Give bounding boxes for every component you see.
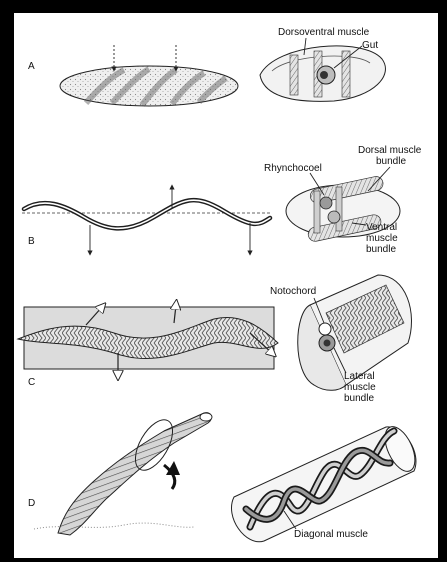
panel-label-b: B (28, 236, 35, 247)
notochord-section (319, 323, 331, 335)
muscle-diagram: A Dorsoventral muscle Gut B (14, 13, 438, 558)
rhynchocoel-section (320, 197, 332, 209)
label-lateral-muscle: muscle (344, 382, 376, 393)
label-diagonal-muscle: Diagonal muscle (294, 529, 368, 540)
dorsoventral-muscle-strand (290, 55, 298, 95)
label-dorsoventral-muscle: Dorsoventral muscle (278, 27, 370, 38)
label-dorsal-muscle: Dorsal muscle (358, 145, 422, 156)
undulation-arrows (90, 187, 250, 253)
label-rhynchocoel: Rhynchocoel (264, 163, 322, 174)
label-ventral: Ventral (366, 222, 397, 233)
twisting-worm (58, 413, 211, 535)
substrate (34, 523, 194, 529)
cross-section-d (231, 422, 421, 542)
panel-label-d: D (28, 498, 35, 509)
panel-a: A Dorsoventral muscle Gut (28, 27, 385, 106)
flatworm-body (60, 66, 238, 106)
figure-canvas: A Dorsoventral muscle Gut B (14, 13, 438, 558)
label-ventral-muscle: muscle (366, 233, 398, 244)
panel-d: D Diagonal muscle (28, 413, 421, 542)
label-lateral: Lateral (344, 371, 375, 382)
label-ventral-bundle: bundle (366, 244, 396, 255)
panel-label-c: C (28, 377, 35, 388)
label-gut: Gut (362, 40, 378, 51)
label-notochord: Notochord (270, 286, 316, 297)
panel-label-a: A (28, 61, 35, 72)
undulating-worm (24, 200, 270, 228)
label-dorsal-bundle: bundle (376, 156, 406, 167)
compression-arrows (114, 45, 176, 69)
label-lateral-bundle: bundle (344, 393, 374, 404)
panel-c: C Notochord Lateral muscle bundle (18, 275, 411, 404)
cross-section-a (260, 46, 385, 101)
panel-b: B Rhynchocoel Dorsal muscle bundle Ventr… (22, 145, 422, 255)
